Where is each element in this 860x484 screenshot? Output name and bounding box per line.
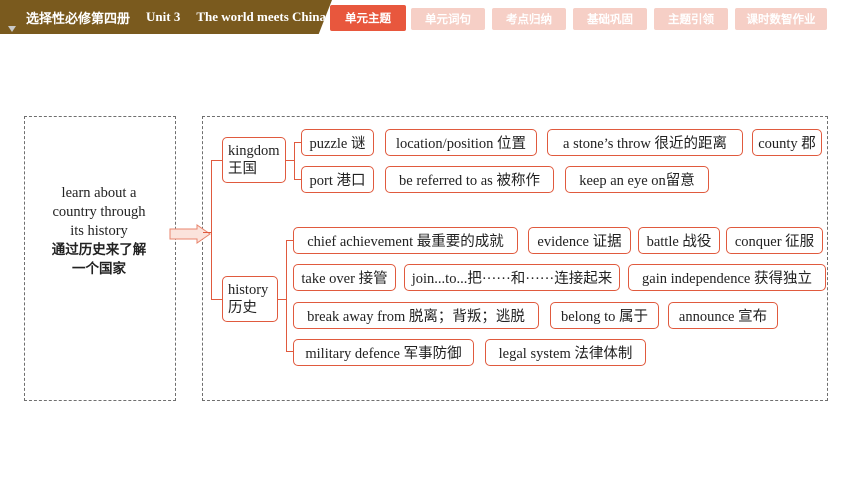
tab-unit-theme[interactable]: 单元主题 [330,5,406,31]
vocab-item: puzzle 谜 [301,129,374,156]
topic-zh-line: 一个国家 [72,261,126,277]
kingdom-bracket [294,142,301,180]
vocab-item: take over 接管 [293,264,396,291]
tab-theme-guidance[interactable]: 主题引领 [654,8,728,30]
right-arrow-icon [169,224,211,244]
vocab-item: chief achievement 最重要的成就 [293,227,518,254]
content-frame [202,116,828,401]
vocab-item: conquer 征服 [726,227,823,254]
dropdown-triangle-icon [8,26,16,32]
history-connector [278,299,286,300]
vocab-item: a stone’s throw 很近的距离 [547,129,743,156]
unit-number: Unit 3 [146,9,181,24]
category-history: history 历史 [222,276,278,322]
topic-frame [24,116,176,401]
vocab-item: county 郡 [752,129,822,156]
vocab-item: evidence 证据 [528,227,631,254]
vocab-item: be referred to as 被称作 [385,166,554,193]
tab-lesson-homework[interactable]: 课时数智作业 [735,8,827,30]
top-bar: 选择性必修第四册 Unit 3 The world meets China 单元… [0,0,860,36]
vocab-item: port 港口 [301,166,374,193]
vocab-item: location/position 位置 [385,129,537,156]
category-kingdom: kingdom 王国 [222,137,286,183]
vocab-item: keep an eye on留意 [565,166,709,193]
category-history-zh: 历史 [228,300,257,316]
topic-en-line: country through [52,204,146,220]
kingdom-connector [286,160,294,161]
vocab-item: join...to...把······和······连接起来 [404,264,620,291]
topic-en-line: its history [70,223,128,239]
tab-unit-vocabulary[interactable]: 单元词句 [411,8,485,30]
main-bracket [211,160,223,300]
history-bracket [286,240,293,352]
topic-zh-line: 通过历史来了解 [51,242,147,258]
course-title: 选择性必修第四册 Unit 3 The world meets China [0,0,332,34]
unit-title: The world meets China [196,9,326,24]
topic-en-line: learn about a [61,185,137,201]
vocab-item: break away from 脱离；背叛；逃脱 [293,302,539,329]
vocab-item: legal system 法律体制 [485,339,646,366]
vocab-item: belong to 属于 [550,302,659,329]
vocab-item: battle 战役 [638,227,720,254]
category-history-en: history [228,282,269,298]
topic-text: learn about a country through its histor… [26,184,172,279]
vocab-item: gain independence 获得独立 [628,264,826,291]
tab-basic-practice[interactable]: 基础巩固 [573,8,647,30]
main-bracket-tick [203,232,212,233]
vocab-item: military defence 军事防御 [293,339,474,366]
tab-key-points[interactable]: 考点归纳 [492,8,566,30]
book-title: 选择性必修第四册 [26,10,131,26]
category-kingdom-en: kingdom [228,143,280,159]
category-kingdom-zh: 王国 [228,161,257,177]
vocab-item: announce 宣布 [668,302,778,329]
